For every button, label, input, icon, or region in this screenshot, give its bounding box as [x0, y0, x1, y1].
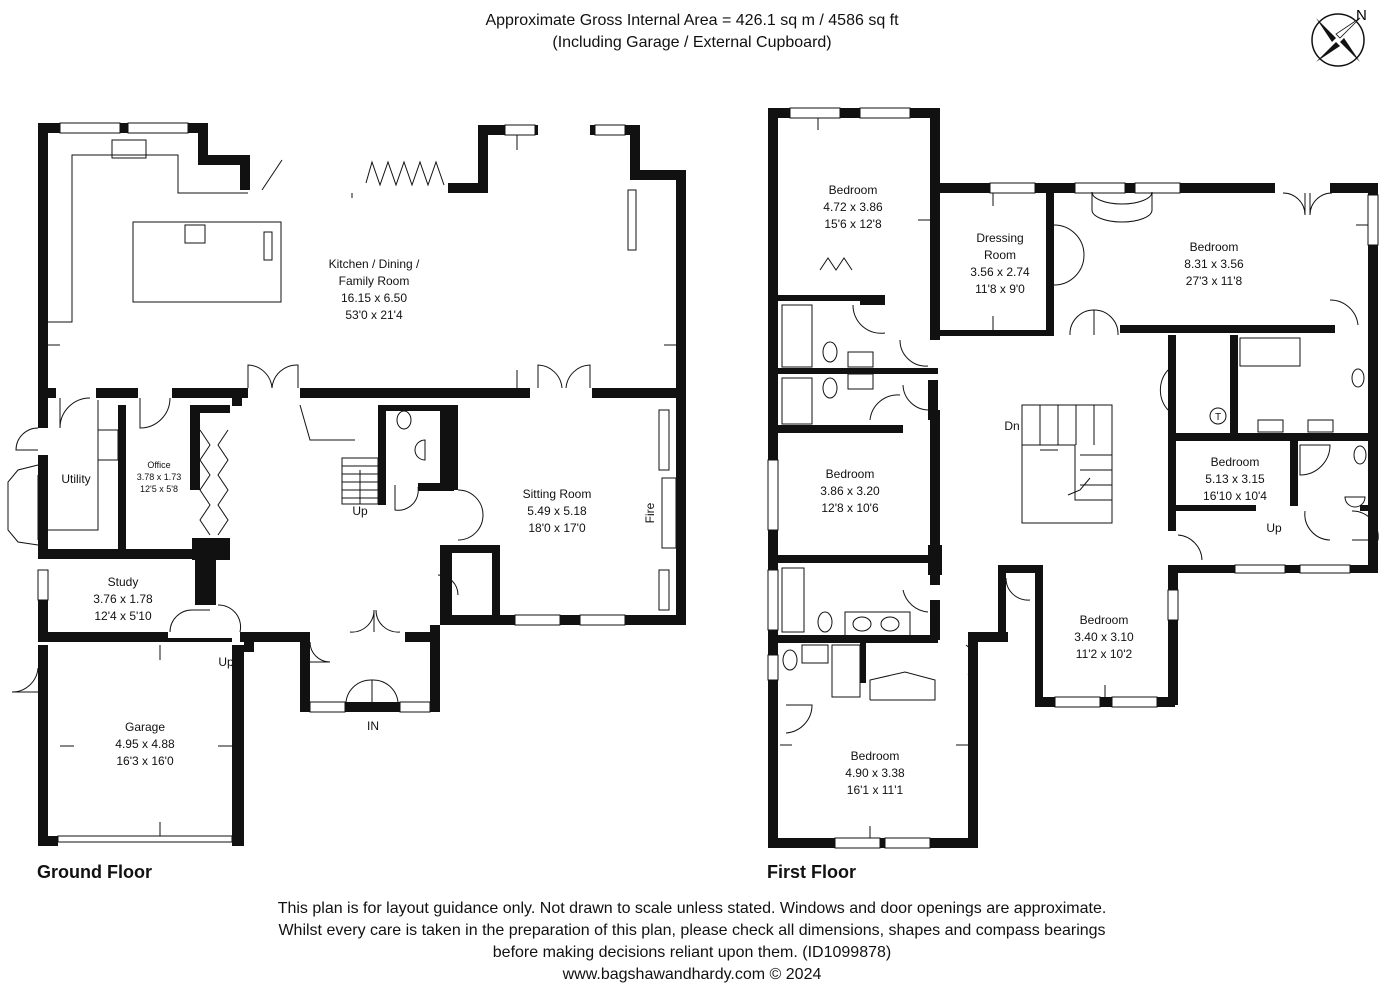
area-subheading: (Including Garage / External Cupboard) [552, 34, 832, 51]
bed3-imperial: 12'8 x 10'6 [821, 501, 879, 515]
fire-label: Fire [643, 502, 657, 523]
garage-name: Garage [125, 720, 165, 734]
bed3-metric: 3.86 x 3.20 [820, 484, 880, 498]
dressing-metric: 3.56 x 2.74 [970, 265, 1030, 279]
office-name: Office [147, 460, 170, 470]
study-metric: 3.76 x 1.78 [93, 592, 153, 606]
kitchen-metric: 16.15 x 6.50 [341, 291, 407, 305]
disclaimer-line-3: before making decisions reliant upon the… [492, 944, 892, 961]
entrance-label: IN [367, 719, 379, 733]
stairs-up-first-label: Up [1266, 521, 1282, 535]
bed2-imperial: 27'3 x 11'8 [1186, 274, 1243, 288]
disclaimer-line-1: This plan is for layout guidance only. N… [277, 900, 1107, 917]
compass-icon: N [1311, 7, 1367, 67]
sitting-metric: 5.49 x 5.18 [527, 504, 587, 518]
dressing-name-1: Dressing [976, 231, 1023, 245]
area-heading: Approximate Gross Internal Area = 426.1 … [485, 12, 899, 29]
bed2-metric: 8.31 x 3.56 [1184, 257, 1244, 271]
website-link[interactable]: www.bagshawandhardy.com © 2024 [562, 966, 822, 983]
dimension-marks [48, 118, 1368, 838]
sitting-name: Sitting Room [523, 487, 592, 501]
ground-floor-fixtures [7, 122, 677, 843]
bed6-metric: 4.90 x 3.38 [845, 766, 905, 780]
study-name: Study [108, 575, 139, 589]
bed6-imperial: 16'1 x 11'1 [847, 783, 904, 797]
study-imperial: 12'4 x 5'10 [94, 609, 152, 623]
ground-floor-walls [38, 123, 686, 846]
bed1-metric: 4.72 x 3.86 [823, 200, 883, 214]
kitchen-name-1: Kitchen / Dining / [329, 257, 420, 271]
bed2-name: Bedroom [1190, 240, 1239, 254]
compass: N [1306, 7, 1378, 75]
bed5-metric: 3.40 x 3.10 [1074, 630, 1134, 644]
kitchen-name-2: Family Room [339, 274, 410, 288]
stairs-up-label: Up [352, 504, 368, 518]
office-imperial: 12'5 x 5'8 [140, 484, 178, 494]
kitchen-imperial: 53'0 x 21'4 [345, 308, 403, 322]
first-floor-title: First Floor [767, 862, 856, 882]
bed1-name: Bedroom [829, 183, 878, 197]
bed5-name: Bedroom [1080, 613, 1129, 627]
garage-metric: 4.95 x 4.88 [115, 737, 175, 751]
utility-name: Utility [61, 472, 90, 486]
dressing-name-2: Room [984, 248, 1016, 262]
garage-imperial: 16'3 x 16'0 [116, 754, 174, 768]
first-floor-fixtures [767, 107, 1379, 849]
stairs-down-label: Dn [1004, 419, 1019, 433]
compass-north-label: N [1356, 8, 1367, 24]
bed4-metric: 5.13 x 3.15 [1205, 472, 1265, 486]
room-labels: Kitchen / Dining / Family Room 16.15 x 6… [61, 183, 1282, 797]
sitting-imperial: 18'0 x 17'0 [528, 521, 586, 535]
bed6-name: Bedroom [851, 749, 900, 763]
bed3-name: Bedroom [826, 467, 875, 481]
tank-label: T [1215, 412, 1221, 423]
dressing-imperial: 11'8 x 9'0 [975, 282, 1025, 296]
bed1-imperial: 15'6 x 12'8 [824, 217, 882, 231]
disclaimer-line-2: Whilst every care is taken in the prepar… [278, 922, 1106, 939]
bed4-name: Bedroom [1211, 455, 1260, 469]
bed5-imperial: 11'2 x 10'2 [1076, 647, 1133, 661]
ground-floor-title: Ground Floor [37, 862, 152, 882]
office-metric: 3.78 x 1.73 [137, 472, 182, 482]
garage-up-label: Up [218, 655, 234, 669]
bed4-imperial: 16'10 x 10'4 [1203, 489, 1267, 503]
